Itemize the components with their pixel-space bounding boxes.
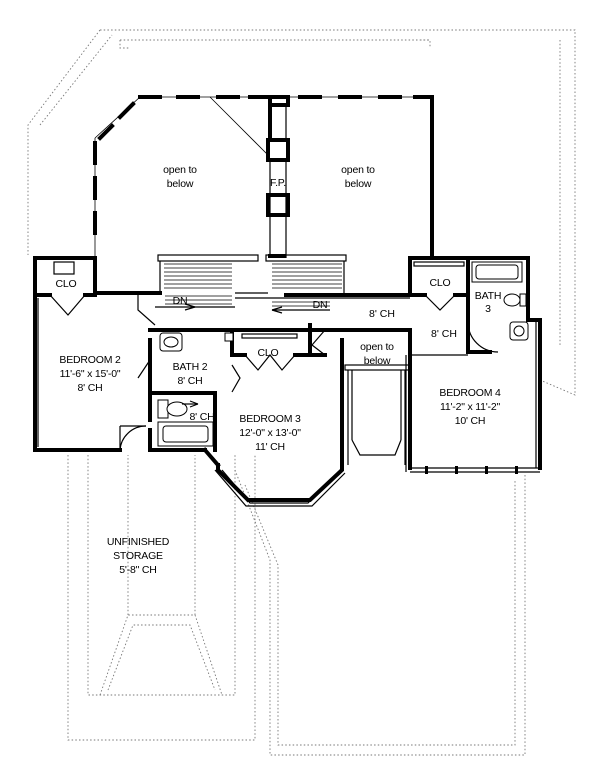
bedroom-2-walls [33,256,234,452]
bath-2-ceiling-2: 8' CH [190,411,215,423]
window-mullion [455,466,458,474]
bedroom-2-name: BEDROOM 2 [59,354,121,366]
stair-dn-right: DN [313,299,328,311]
window-mullion [425,466,428,474]
storage-line2: STORAGE [113,550,163,562]
open-below-left-line1: open to [163,164,197,176]
fireplace-label: F.P. [270,177,286,189]
clo-right-label: CLO [430,277,451,289]
hall-ceiling-top: 8' CH [369,308,395,320]
bedroom-4-ceiling: 10' CH [455,415,486,427]
bedroom-4-walls [405,318,542,474]
bath-2-name: BATH 2 [173,361,208,373]
open-below-right-line1: open to [341,164,375,176]
clo-center-label: CLO [258,347,279,359]
stairs: DN DN [155,254,347,314]
open-below-small-line1: open to [360,341,394,353]
roof-outline [27,29,576,756]
bedroom-2-ceiling: 8' CH [78,382,103,394]
open-area-walls [93,95,434,260]
center-closet-walls [230,323,312,371]
open-below-right-line2: below [345,178,372,190]
stair-dn-left: DN [173,295,188,307]
clo-left-label: CLO [56,278,77,290]
hall-ceiling-side: 8' CH [431,328,457,340]
bedroom-3-size: 12'-0" x 13'-0" [239,427,301,439]
bedroom-2-size: 11'-6" x 15'-0" [60,368,121,380]
fireplace: F.P. [266,95,290,258]
window-mullion [485,466,488,474]
window-mullion [515,466,518,474]
bedroom-4-name: BEDROOM 4 [439,387,501,399]
open-below-left-line2: below [167,178,194,190]
small-open-below [344,364,411,465]
bath-2-walls [137,328,241,468]
storage-line3: 5'-8" CH [119,564,156,576]
bath-3-walls [408,256,542,354]
hall-walls [268,256,412,352]
bath-3-number: 3 [485,303,491,315]
bedroom-3-walls [214,328,412,507]
bath-3-name: BATH [475,290,501,302]
storage-line1: UNFINISHED [107,536,170,548]
bath-2-ceiling: 8' CH [178,375,203,387]
open-below-small-line2: below [364,355,391,367]
bedroom-3-ceiling: 11' CH [255,441,285,453]
bedroom-4-size: 11'-2" x 11'-2" [440,401,500,413]
bedroom-3-name: BEDROOM 3 [239,413,301,425]
